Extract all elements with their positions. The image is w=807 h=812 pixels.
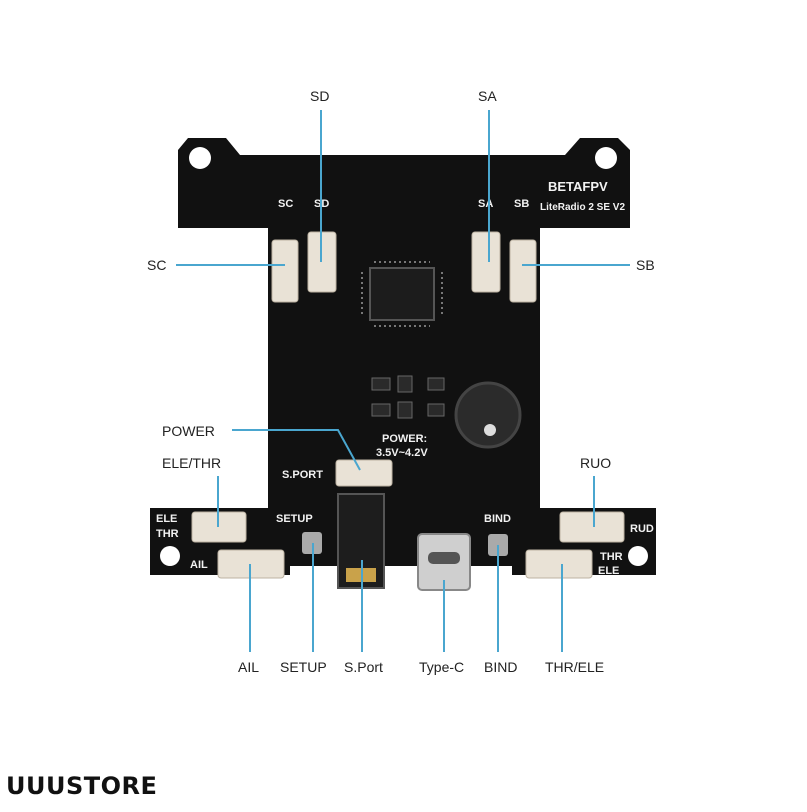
connector-sa [471, 231, 501, 293]
connector-rud [559, 511, 625, 543]
buzzer [454, 381, 522, 449]
model-text: LiteRadio 2 SE V2 [540, 202, 625, 213]
silk-rud: RUD [630, 523, 654, 535]
store-watermark: UUUSTORE [6, 772, 158, 800]
power-range: 3.5V~4.2V [376, 447, 428, 459]
silk-thr2: THR [600, 551, 623, 563]
silk-sa: SA [478, 198, 493, 210]
chip-pins [361, 261, 443, 327]
mounting-hole [628, 546, 648, 566]
silk-sport: S.PORT [282, 469, 323, 481]
smd-components [371, 375, 445, 419]
connector-power [335, 459, 393, 487]
mcu-chip [369, 267, 435, 321]
callout-power: POWER [162, 423, 215, 439]
silk-sc: SC [278, 198, 293, 210]
callout-sport: S.Port [344, 659, 383, 675]
callout-sc: SC [147, 257, 167, 273]
connector-sc [271, 239, 299, 303]
callout-ruo: RUO [580, 455, 612, 471]
callout-ail: AIL [238, 659, 260, 675]
typec-opening [428, 552, 460, 564]
power-label: POWER: [382, 433, 427, 445]
brand-text: BETAFPV [548, 179, 608, 194]
mounting-hole [189, 147, 211, 169]
silk-ele2: ELE [598, 565, 619, 577]
connector-thr-ele [525, 549, 593, 579]
silk-sb: SB [514, 198, 529, 210]
callout-sb: SB [636, 257, 655, 273]
callout-sd: SD [310, 88, 330, 104]
callout-bind: BIND [484, 659, 518, 675]
mounting-hole [595, 147, 617, 169]
leader-power [232, 429, 361, 471]
silk-setup: SETUP [276, 513, 313, 525]
silk-thr: THR [156, 528, 179, 540]
buzzer-screw-icon [484, 424, 496, 436]
leader-lines [176, 110, 630, 652]
callout-thr-ele: THR/ELE [545, 659, 605, 675]
callout-setup: SETUP [280, 659, 327, 675]
callout-ele-thr: ELE/THR [162, 455, 222, 471]
callout-typec: Type-C [419, 659, 465, 675]
mounting-hole [160, 546, 180, 566]
silk-ail: AIL [190, 559, 208, 571]
callout-sa: SA [478, 88, 497, 104]
connector-sb [509, 239, 537, 303]
silk-ele: ELE [156, 513, 177, 525]
silk-bind: BIND [484, 513, 511, 525]
